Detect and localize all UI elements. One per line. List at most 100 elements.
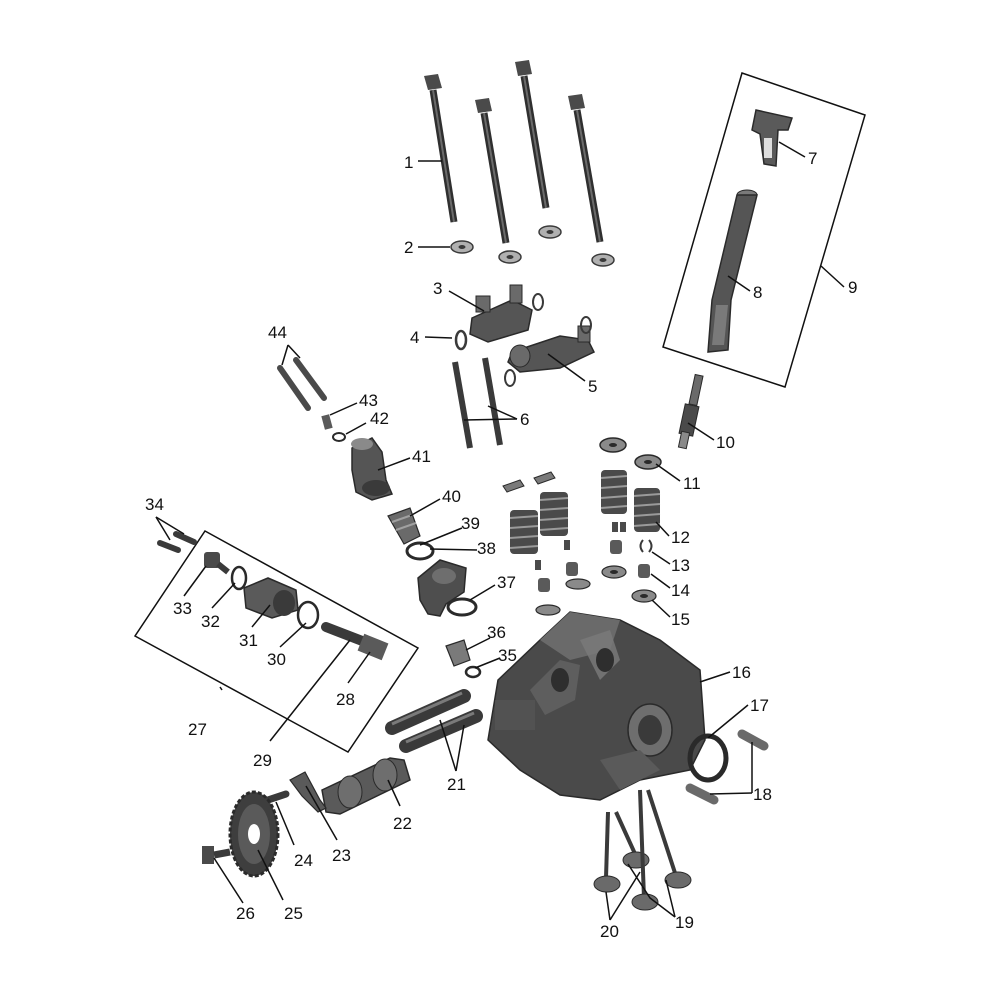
valve-spring-b: [633, 488, 661, 532]
valve-springs: [509, 470, 661, 554]
callout-32: 32: [201, 612, 220, 631]
callout-13: 13: [671, 556, 690, 575]
group-frame-9: [662, 72, 866, 388]
tensioner-bolts: [157, 531, 197, 553]
head-bolt-washers: [450, 225, 615, 267]
callout-21: 21: [447, 775, 466, 794]
callout-18: 18: [753, 785, 772, 804]
bolt-44-a: [277, 365, 311, 411]
camshaft-sprocket: [228, 790, 280, 878]
tensioner-body: [243, 577, 299, 619]
valves: [593, 789, 692, 911]
cylinder-head: [487, 611, 706, 801]
rocker-shafts: [452, 357, 503, 449]
callout-30: 30: [267, 650, 286, 669]
callout-31: 31: [239, 631, 258, 650]
callout-37: 37: [497, 573, 516, 592]
callout-23: 23: [332, 846, 351, 865]
bolt-44-b: [293, 357, 327, 401]
thermostat: [387, 507, 421, 545]
callout-3: 3: [433, 279, 442, 298]
tensioner-cap-bolt: [204, 552, 230, 575]
o-ring-35: [464, 665, 482, 679]
callout-10: 10: [716, 433, 735, 452]
callout-24: 24: [294, 851, 313, 870]
head-bolt-c: [515, 60, 550, 209]
o-ring-4: [454, 329, 468, 351]
callout-5: 5: [588, 377, 597, 396]
water-outlet: [351, 437, 394, 501]
head-bolt-b: [475, 98, 510, 244]
callout-1: 1: [404, 153, 413, 172]
valve-spring-d: [539, 492, 569, 536]
callout-42: 42: [370, 409, 389, 428]
callout-7: 7: [808, 149, 817, 168]
callout-8: 8: [753, 283, 762, 302]
callout-29: 29: [253, 751, 272, 770]
callout-6: 6: [520, 410, 529, 429]
callout-44: 44: [268, 323, 287, 342]
valve-stem-seals: [538, 540, 650, 592]
valve-spring-c: [509, 510, 539, 554]
callout-17: 17: [750, 696, 769, 715]
tensioner-gasket: [296, 600, 320, 630]
callout-20: 20: [600, 922, 619, 941]
callout-labels: 1 2 3 4 5 6 7 8 9 10 11 12 13 14 15 16 1…: [145, 149, 857, 941]
camshaft: [321, 757, 411, 815]
head-bolts: [424, 60, 604, 244]
valve-spring-retainers: [502, 437, 662, 493]
ignition-coil-clip: [751, 109, 793, 167]
callout-14: 14: [671, 581, 690, 600]
callout-36: 36: [487, 623, 506, 642]
callout-26: 26: [236, 904, 255, 923]
thrust-plate: [289, 771, 327, 813]
fitting-36: [445, 639, 471, 667]
callout-12: 12: [671, 528, 690, 547]
callout-34: 34: [145, 495, 164, 514]
small-fasteners: [277, 357, 346, 442]
callout-43: 43: [359, 391, 378, 410]
o-ring-39: [405, 541, 435, 561]
callout-41: 41: [412, 447, 431, 466]
leader-lines: [155, 141, 845, 921]
callout-33: 33: [173, 599, 192, 618]
rocker-arm-upper: [469, 284, 544, 343]
rocker-arm-lower: [504, 316, 596, 387]
valve-spring-a: [600, 470, 628, 514]
callout-15: 15: [671, 610, 690, 629]
cam-bolt-24: [264, 790, 290, 804]
spark-plug: [677, 373, 704, 450]
callout-4: 4: [410, 328, 419, 347]
valve-spring-seats: [535, 565, 657, 616]
callout-19: 19: [675, 913, 694, 932]
callout-22: 22: [393, 814, 412, 833]
callout-25: 25: [284, 904, 303, 923]
ignition-coil: [707, 189, 758, 353]
thermostat-housing: [417, 559, 467, 617]
head-bolt-a: [424, 74, 458, 223]
valve-keepers: [535, 522, 653, 570]
dowel-pins: [685, 729, 769, 805]
group-frame-27: [133, 530, 420, 753]
sprocket-bolt: [202, 846, 231, 864]
screw-43: [321, 414, 333, 430]
camshaft-bearing-pins: [385, 689, 483, 753]
valve-intake-b: [646, 789, 692, 889]
head-bolt-d: [568, 94, 604, 243]
callout-9: 9: [848, 278, 857, 297]
valve-intake-a: [631, 789, 659, 911]
o-ring-42: [332, 432, 346, 442]
valve-exhaust-a: [593, 811, 621, 893]
tensioner-plunger: [321, 622, 389, 661]
callout-16: 16: [732, 663, 751, 682]
callout-38: 38: [477, 539, 496, 558]
callout-35: 35: [498, 646, 517, 665]
callout-11: 11: [683, 474, 701, 493]
tensioner-o-ring: [230, 565, 248, 591]
o-ring-37: [446, 597, 478, 617]
o-ring-seal-17: [687, 733, 729, 783]
tensioner-assembly: [204, 552, 389, 661]
callout-39: 39: [461, 514, 480, 533]
